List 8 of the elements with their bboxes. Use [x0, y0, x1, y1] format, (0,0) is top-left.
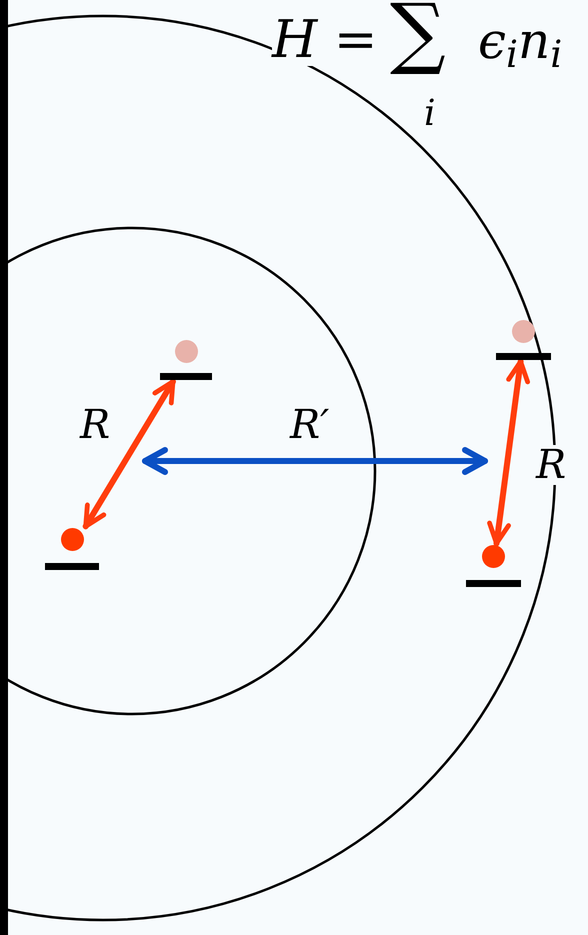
- energy-level: [496, 320, 551, 360]
- double-arrow: [82, 378, 176, 530]
- energy-level: [466, 545, 521, 587]
- edge-label: R: [536, 445, 566, 485]
- energy-level: [45, 528, 99, 570]
- summation-sign: ∑: [390, 0, 446, 72]
- energy-level: [160, 340, 212, 380]
- double-arrow: [487, 358, 530, 546]
